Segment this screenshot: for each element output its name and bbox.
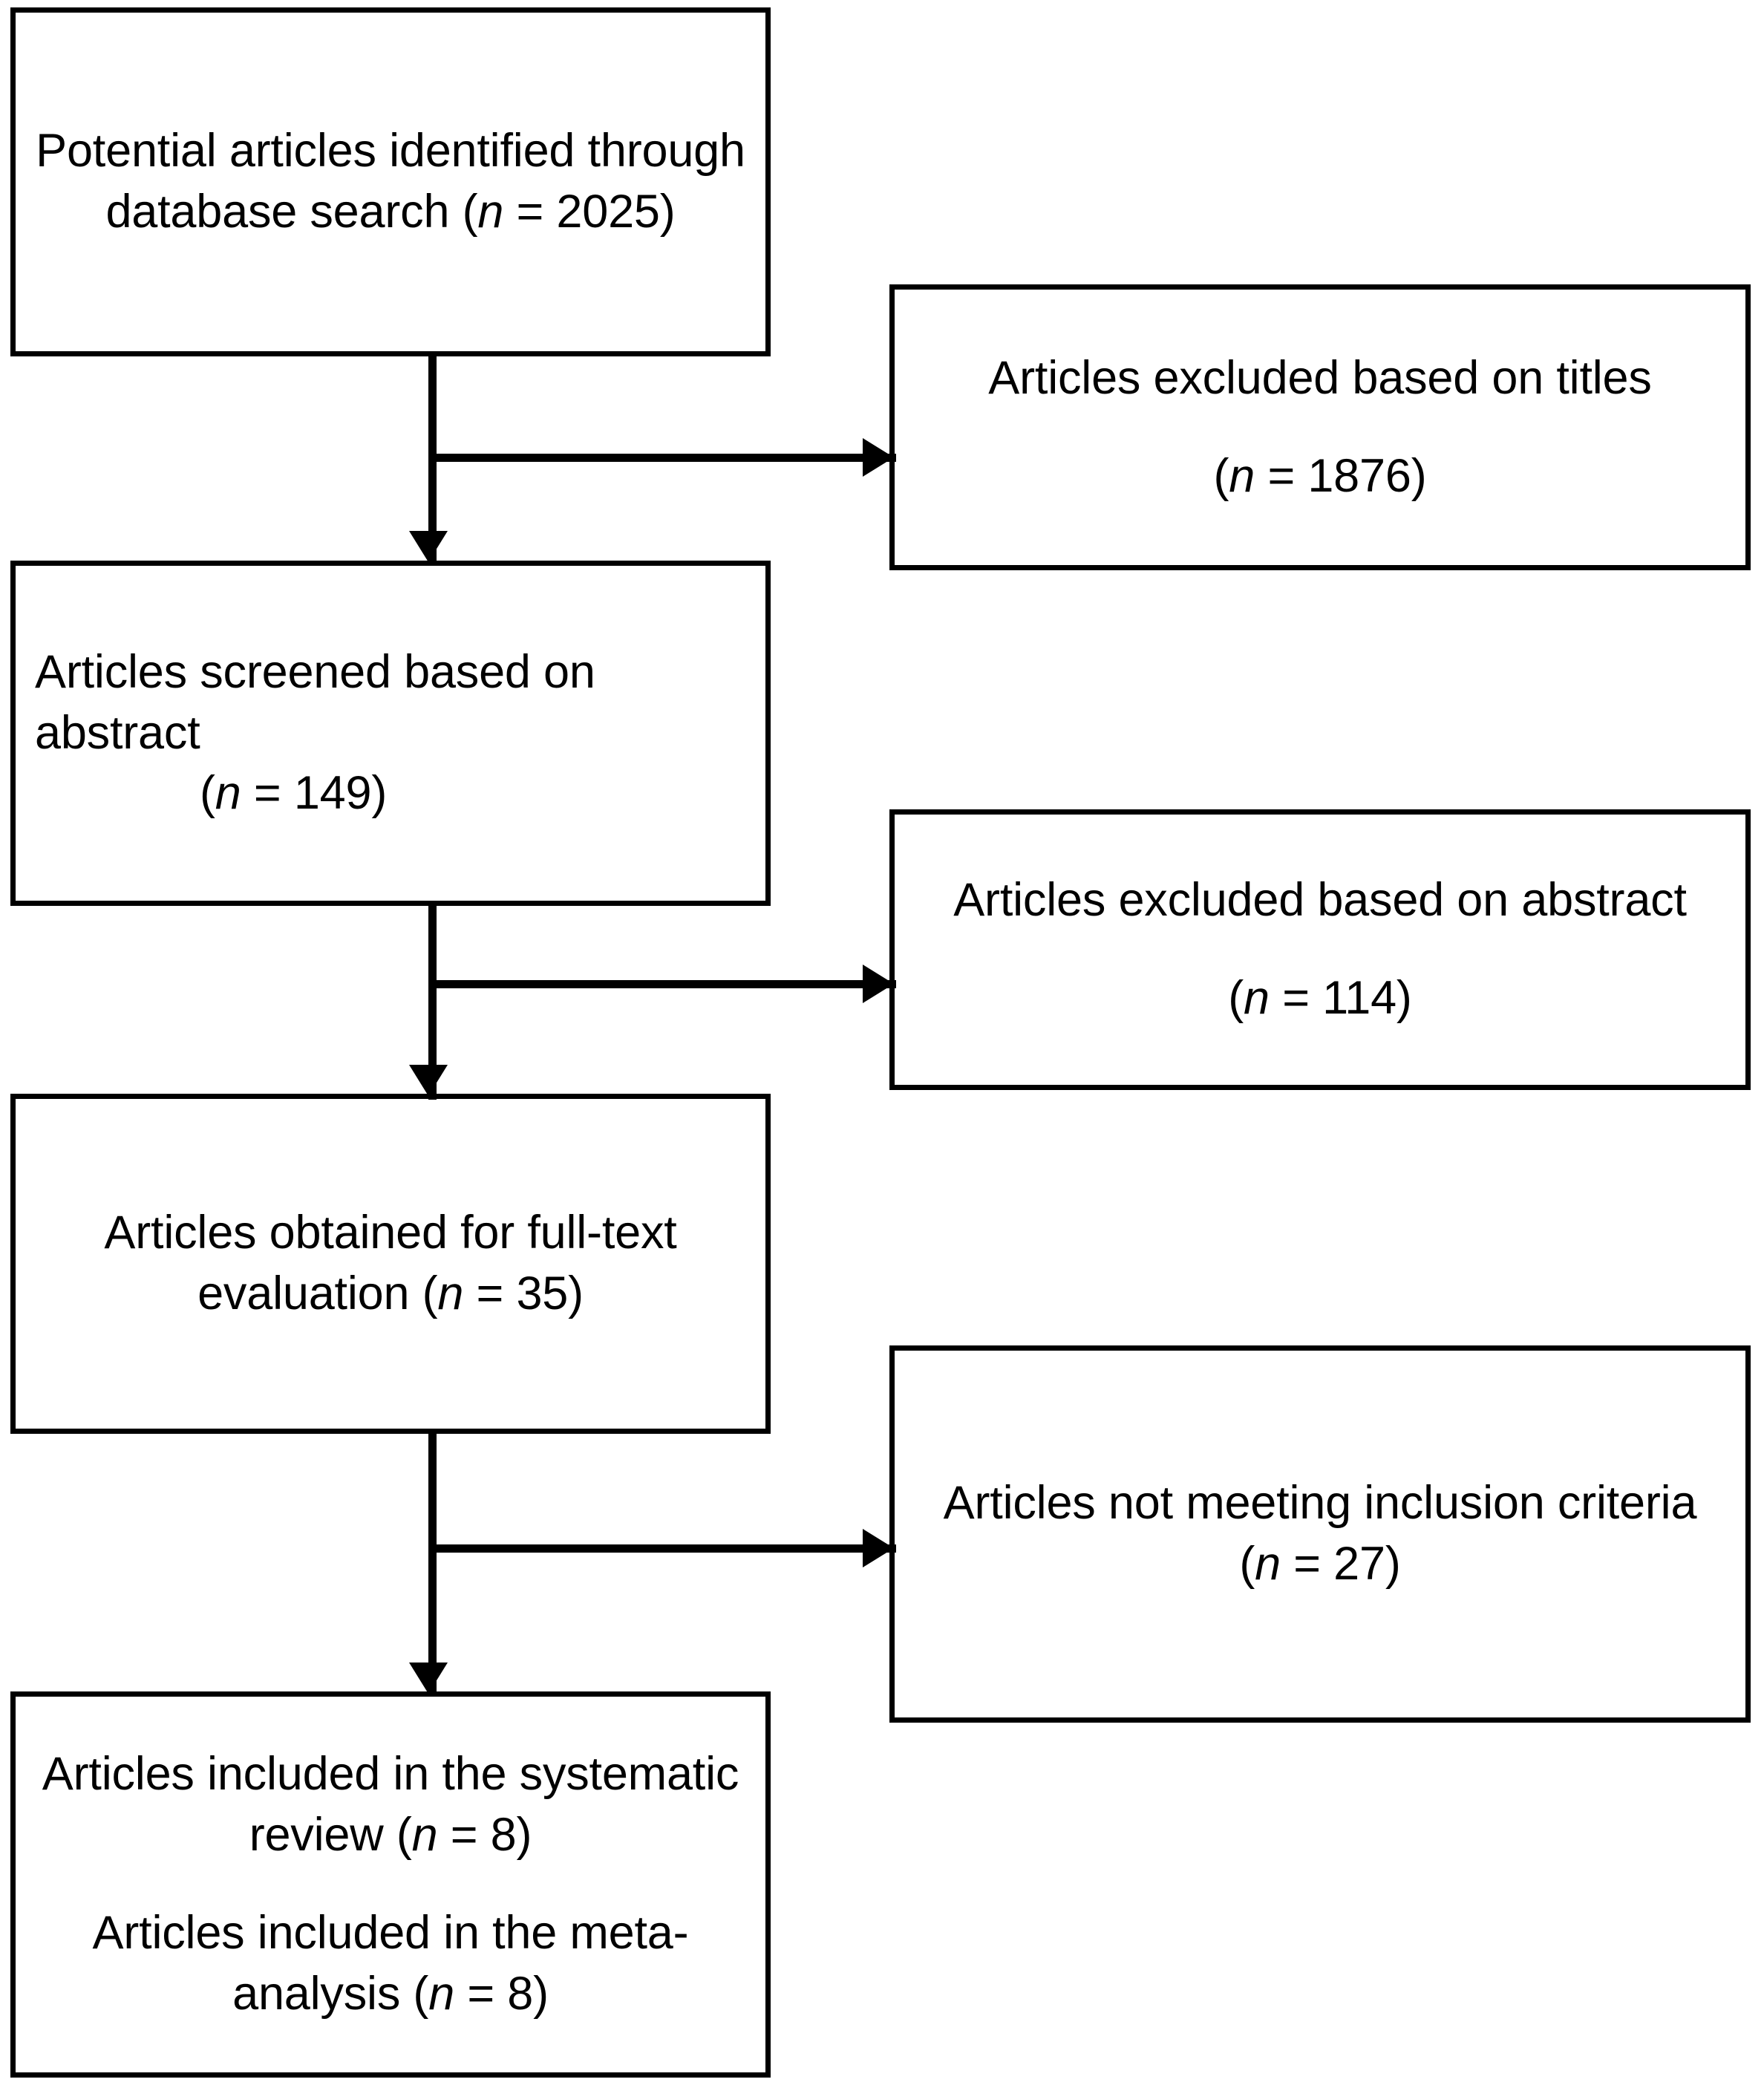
connector-line-screened-to-fulltext	[428, 902, 437, 1100]
box-articles-excluded-titles-text: Articles excluded based on titles (n = 1…	[895, 348, 1745, 507]
arrow-down-fulltext-to-included-icon	[409, 1663, 448, 1694]
box-articles-not-meeting-criteria-n-symbol: n	[1255, 1538, 1281, 1590]
box-articles-screened-abstract-n-value: = 149)	[241, 767, 388, 820]
box-articles-included-final-para1-line2: review (	[249, 1809, 412, 1862]
box-potential-articles-identified-n-symbol: n	[477, 186, 504, 238]
box-articles-excluded-titles-n-symbol: n	[1229, 449, 1255, 502]
box-articles-included-final-para2-line2: analysis (	[232, 1967, 429, 2020]
box-articles-excluded-titles-n-value: = 1876)	[1255, 449, 1427, 502]
box-articles-screened-abstract-text: Articles screened based on abstract (n =…	[16, 642, 765, 825]
arrow-right-identified-to-excluded-titles-icon	[863, 438, 894, 477]
box-articles-screened-abstract-line1: Articles screened based on abstract	[35, 645, 595, 759]
arrow-down-identified-to-screened-icon	[409, 531, 448, 562]
box-articles-not-meeting-criteria-n-value: = 27)	[1280, 1538, 1401, 1590]
box-articles-obtained-fulltext-text: Articles obtained for full-text evaluati…	[16, 1203, 765, 1325]
box-articles-excluded-titles-line1: Articles excluded based on titles	[988, 351, 1652, 404]
arrow-right-fulltext-to-not-meeting-icon	[863, 1529, 894, 1567]
box-articles-included-final-para2-line1: Articles included in the meta-	[92, 1907, 689, 1959]
box-articles-not-meeting-criteria: Articles not meeting inclusion criteria …	[889, 1345, 1751, 1723]
arrow-right-screened-to-excluded-abstract-icon	[863, 965, 894, 1003]
box-articles-excluded-abstract-line1: Articles excluded based on abstract	[953, 874, 1687, 927]
box-articles-included-final-para1-line1: Articles included in the systematic	[42, 1748, 739, 1801]
box-articles-screened-abstract-n-symbol: n	[215, 767, 241, 820]
box-potential-articles-identified-text: Potential articles identified through da…	[16, 121, 765, 243]
box-articles-included-final-text: Articles included in the systematic revi…	[16, 1744, 765, 2025]
box-articles-excluded-titles: Articles excluded based on titles (n = 1…	[889, 284, 1751, 570]
box-articles-not-meeting-criteria-line2: (	[1239, 1538, 1255, 1590]
box-articles-obtained-fulltext-n-value: = 35)	[463, 1267, 584, 1319]
box-articles-included-final-para2-n-symbol: n	[428, 1967, 455, 2020]
box-articles-obtained-fulltext: Articles obtained for full-text evaluati…	[10, 1094, 771, 1434]
connector-line-fulltext-to-included	[428, 1430, 437, 1696]
box-potential-articles-identified-line1: Potential articles identified through	[36, 125, 745, 177]
box-articles-included-final-para1-n-symbol: n	[411, 1809, 438, 1862]
box-articles-included-final-para1-n-value: = 8)	[437, 1809, 532, 1862]
connector-line-screened-to-excluded-abstract	[428, 980, 896, 988]
box-articles-included-final-para2-n-value: = 8)	[454, 1967, 549, 2020]
box-articles-obtained-fulltext-line1: Articles obtained for full-text	[104, 1207, 677, 1259]
box-articles-excluded-abstract-line2: (	[1228, 972, 1244, 1024]
box-articles-not-meeting-criteria-line1: Articles not meeting inclusion criteria	[943, 1477, 1697, 1530]
box-articles-not-meeting-criteria-text: Articles not meeting inclusion criteria …	[895, 1473, 1745, 1595]
box-articles-screened-abstract-line2: (	[200, 767, 215, 820]
box-articles-excluded-abstract-n-symbol: n	[1244, 972, 1270, 1024]
arrow-down-screened-to-fulltext-icon	[409, 1065, 448, 1096]
box-articles-excluded-abstract-n-value: = 114)	[1269, 972, 1412, 1024]
box-potential-articles-identified-line2: database search (	[105, 186, 478, 238]
box-articles-excluded-titles-line2: (	[1213, 449, 1229, 502]
connector-line-identified-to-excluded-titles	[428, 454, 896, 462]
box-articles-excluded-abstract: Articles excluded based on abstract (n =…	[889, 809, 1751, 1090]
box-articles-obtained-fulltext-line2: evaluation (	[197, 1267, 438, 1319]
box-articles-included-final: Articles included in the systematic revi…	[10, 1691, 771, 2078]
box-articles-obtained-fulltext-n-symbol: n	[437, 1267, 464, 1319]
box-potential-articles-identified: Potential articles identified through da…	[10, 7, 771, 356]
box-articles-excluded-abstract-text: Articles excluded based on abstract (n =…	[895, 870, 1745, 1029]
box-articles-screened-abstract: Articles screened based on abstract (n =…	[10, 561, 771, 906]
box-potential-articles-identified-n-value: = 2025)	[503, 186, 676, 238]
connector-line-fulltext-to-not-meeting	[428, 1544, 896, 1553]
